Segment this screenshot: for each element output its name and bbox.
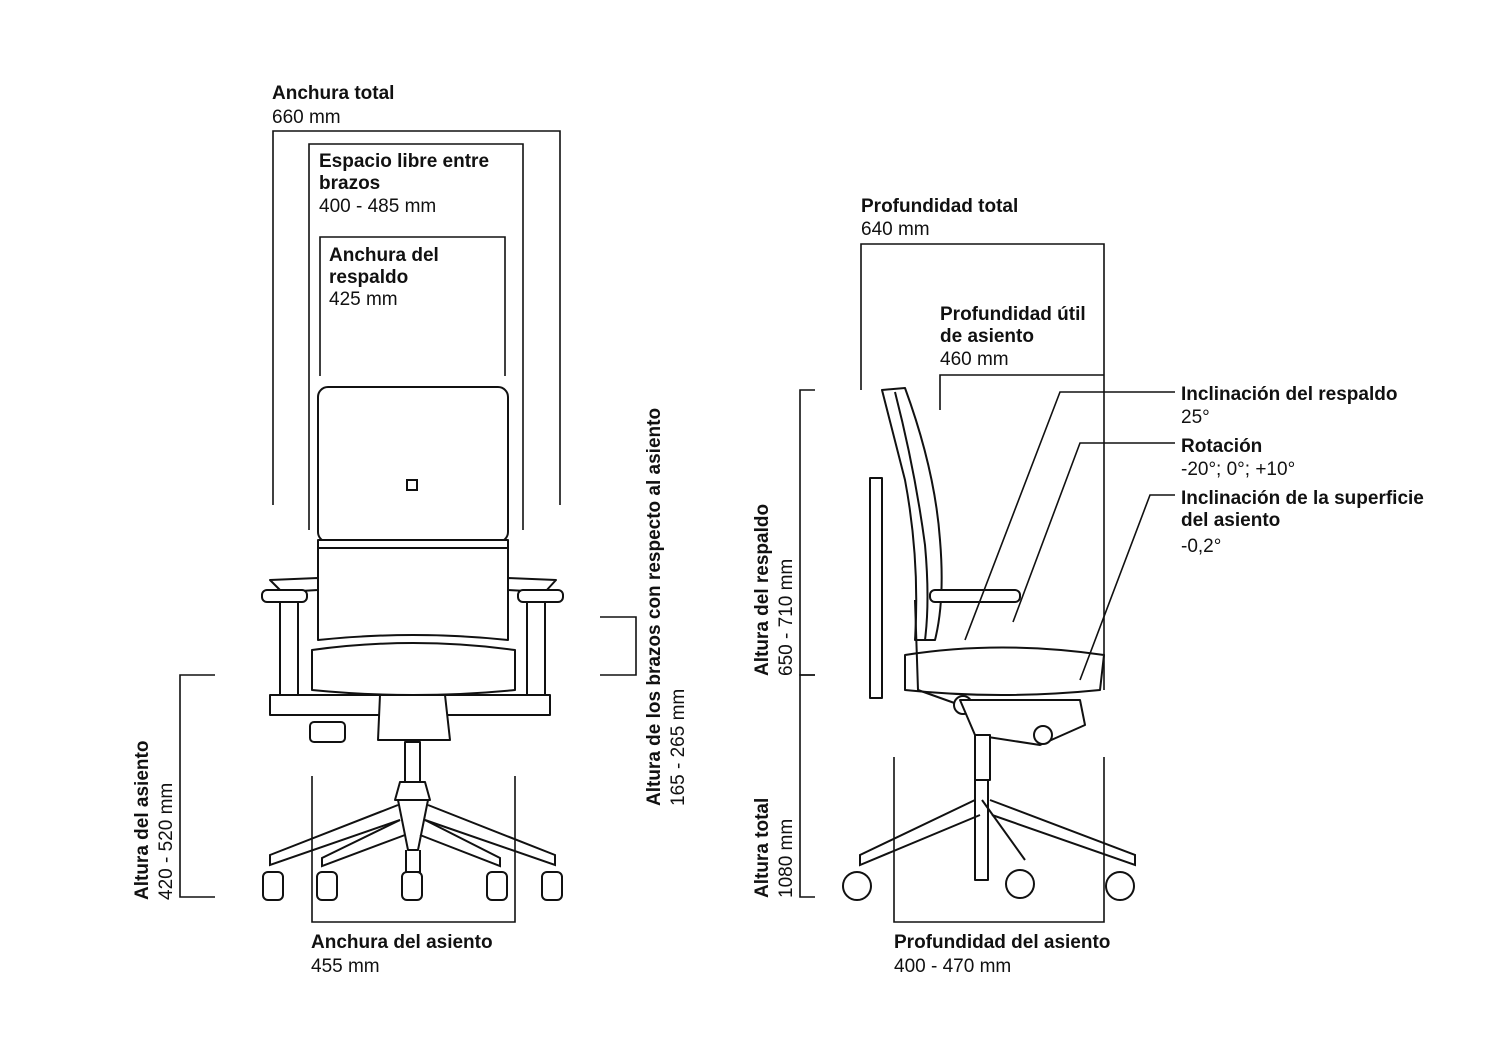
seat-tilt-label: Inclinación de la superficie: [1181, 488, 1424, 509]
backrest-height-label: Altura del respaldo: [752, 504, 773, 676]
overall-depth-label: Profundidad total: [861, 196, 1018, 217]
seat-width-dimension: Anchura del asiento 455 mm: [311, 776, 516, 977]
armrest-clearance-value: 400 - 485 mm: [319, 196, 436, 217]
usable-seat-depth-label-2: de asiento: [940, 326, 1034, 347]
rotation-value: -20°; 0°; +10°: [1181, 459, 1295, 480]
seat-tilt-value: -0,2°: [1181, 536, 1221, 557]
armrest-clearance-dimension: Espacio libre entre brazos 400 - 485 mm: [308, 143, 524, 530]
seat-height-dimension: Altura del asiento 420 - 520 mm: [132, 674, 215, 900]
seat-width-value: 455 mm: [311, 956, 380, 977]
backrest-width-label-2: respaldo: [329, 267, 408, 288]
rotation-annotation: Rotación -20°; 0°; +10°: [1012, 436, 1295, 623]
backrest-width-value: 425 mm: [329, 289, 398, 310]
armrest-height-value: 165 - 265 mm: [668, 689, 689, 806]
usable-seat-depth-dimension: Profundidad útil de asiento 460 mm: [939, 304, 1104, 410]
front-view-chair: [261, 386, 564, 901]
rotation-label: Rotación: [1181, 436, 1262, 457]
armrest-clearance-label: Espacio libre entre: [319, 151, 489, 172]
seat-height-label: Altura del asiento: [132, 741, 153, 900]
usable-seat-depth-value: 460 mm: [940, 349, 1009, 370]
seat-tilt-annotation: Inclinación de la superficie del asiento…: [1079, 488, 1424, 681]
overall-width-dimension: Anchura total 660 mm: [272, 83, 561, 505]
overall-depth-value: 640 mm: [861, 219, 930, 240]
backrest-tilt-label: Inclinación del respaldo: [1181, 384, 1397, 405]
usable-seat-depth-label: Profundidad útil: [940, 304, 1086, 325]
overall-height-value: 1080 mm: [776, 819, 797, 898]
backrest-width-dimension: Anchura del respaldo 425 mm: [319, 236, 506, 376]
armrest-height-label: Altura de los brazos con respecto al asi…: [644, 408, 665, 806]
seat-depth-label: Profundidad del asiento: [894, 932, 1110, 953]
overall-height-dimension: Altura total 1080 mm: [752, 674, 815, 898]
seat-tilt-label-2: del asiento: [1181, 510, 1280, 531]
armrest-height-dimension: Altura de los brazos con respecto al asi…: [600, 408, 689, 806]
backrest-tilt-value: 25°: [1181, 407, 1210, 428]
backrest-height-value: 650 - 710 mm: [776, 559, 797, 676]
overall-width-value: 660 mm: [272, 107, 341, 128]
armrest-clearance-label-2: brazos: [319, 173, 380, 194]
side-view-chair: [842, 387, 1136, 901]
backrest-width-label: Anchura del: [329, 245, 439, 266]
seat-depth-dimension: Profundidad del asiento 400 - 470 mm: [893, 757, 1110, 977]
seat-width-label: Anchura del asiento: [311, 932, 493, 953]
backrest-height-dimension: Altura del respaldo 650 - 710 mm: [752, 389, 815, 676]
seat-height-value: 420 - 520 mm: [156, 783, 177, 900]
backrest-tilt-annotation: Inclinación del respaldo 25°: [964, 384, 1397, 641]
overall-width-label: Anchura total: [272, 83, 394, 104]
overall-height-label: Altura total: [752, 798, 773, 898]
seat-depth-value: 400 - 470 mm: [894, 956, 1011, 977]
overall-depth-dimension: Profundidad total 640 mm: [860, 196, 1105, 690]
